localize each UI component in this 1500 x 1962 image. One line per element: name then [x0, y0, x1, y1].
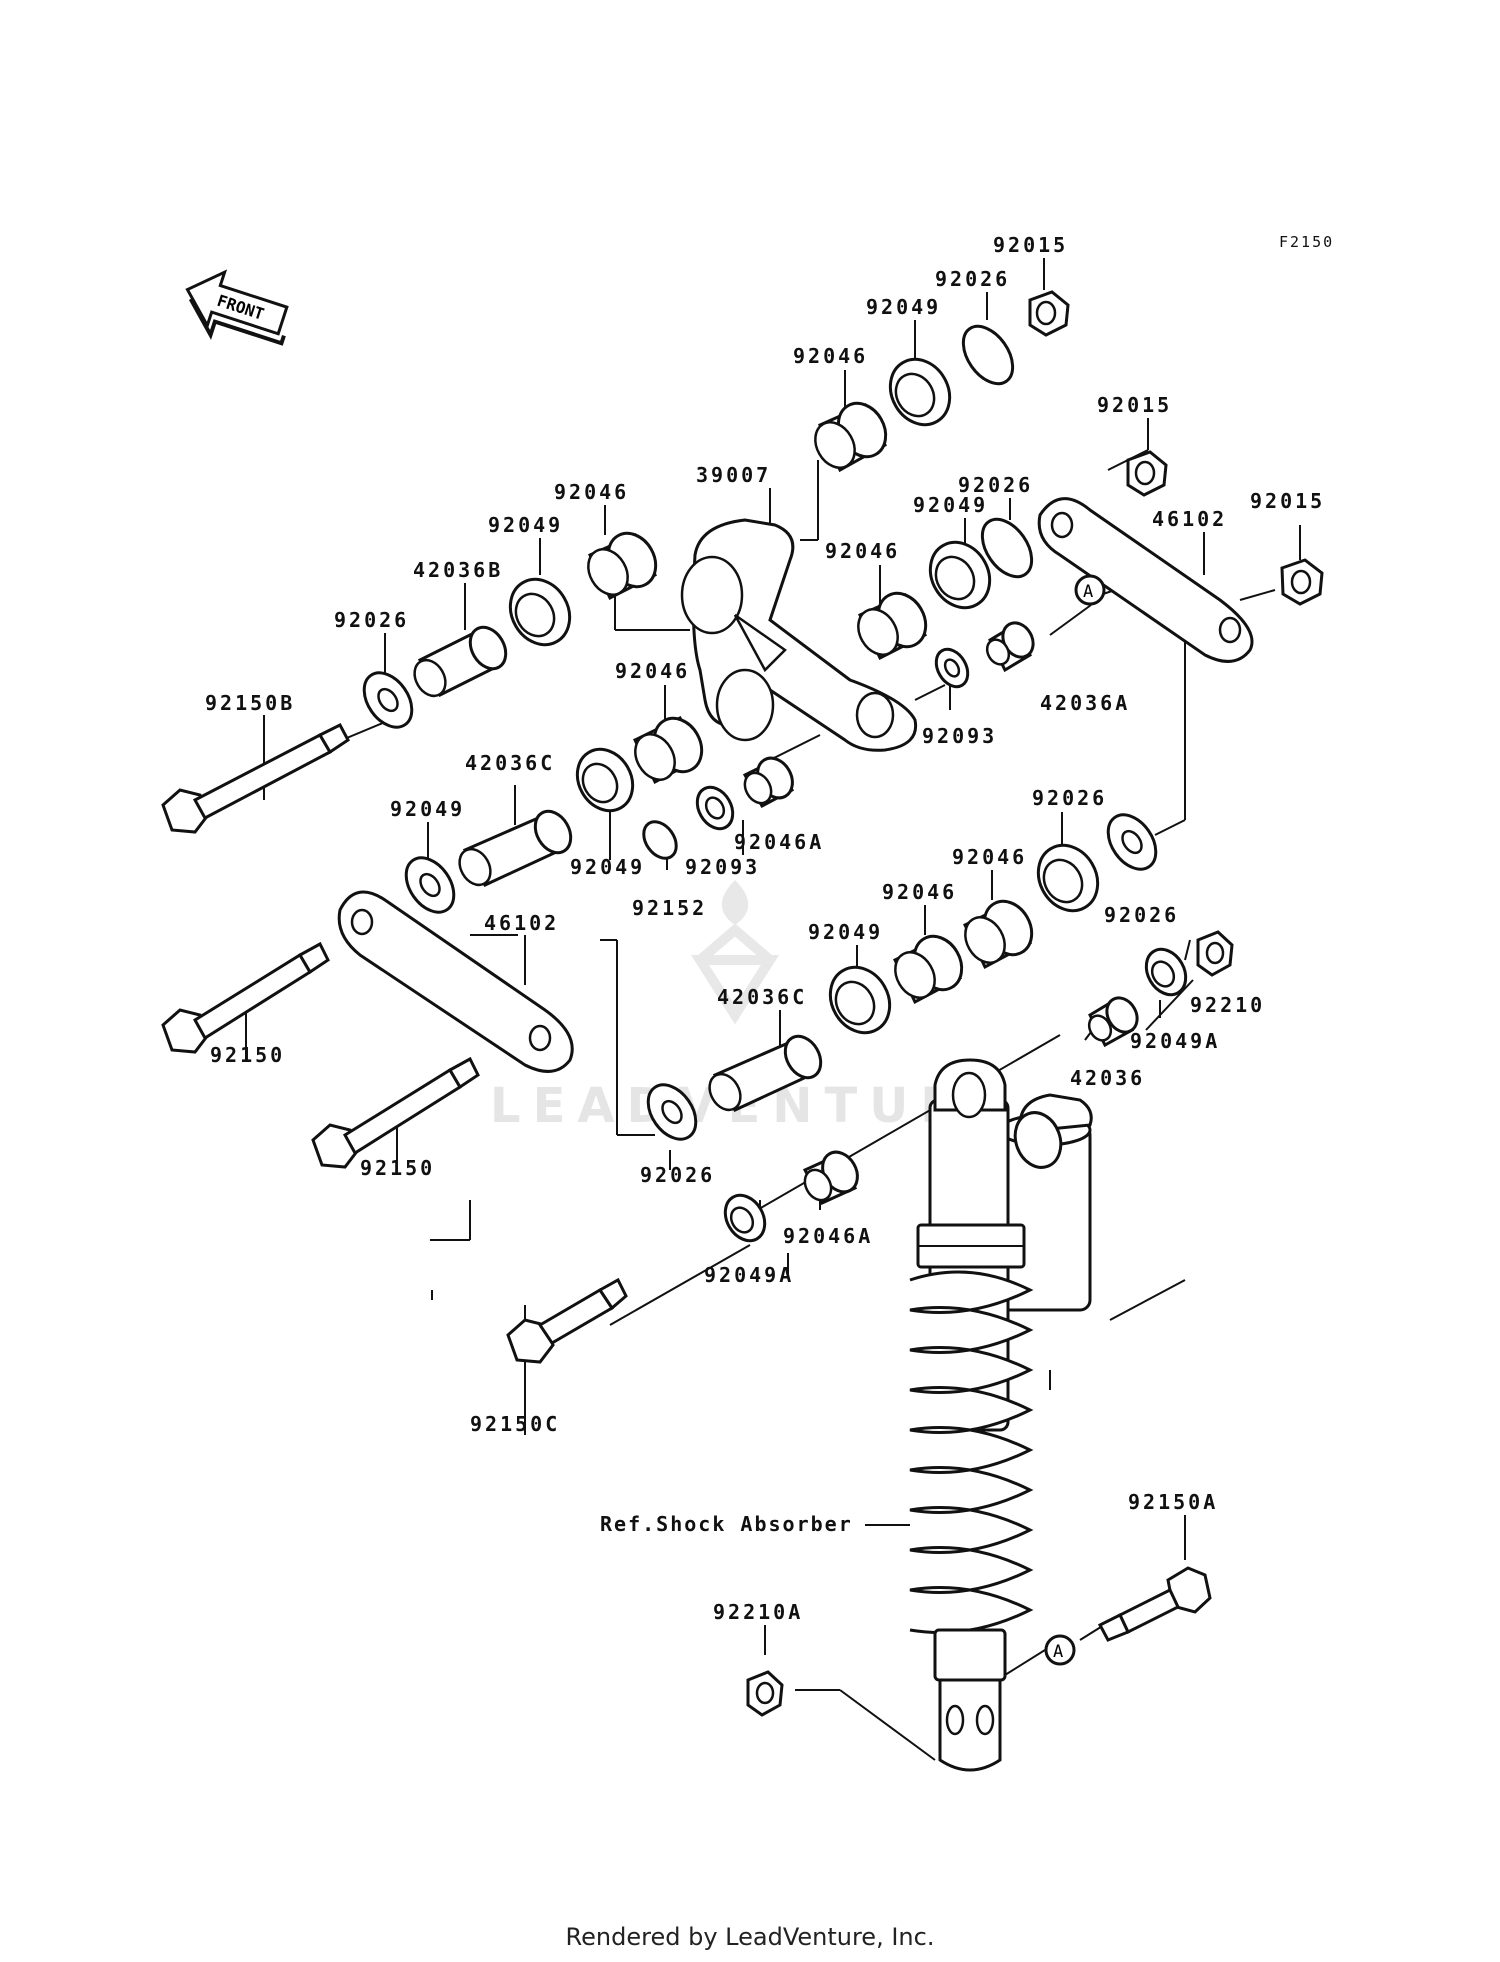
- label-c26: 92152: [632, 896, 707, 920]
- washer-92026-top: [961, 324, 1015, 386]
- label-c42: 92150A: [1128, 1490, 1218, 1514]
- collar-92049A-right: [1144, 947, 1188, 997]
- bolt-92150C: [506, 1277, 628, 1364]
- bearing-92046A-lower: [802, 1150, 859, 1205]
- label-c28: 92026: [1104, 903, 1179, 927]
- label-c36: 42036: [1070, 1066, 1145, 1090]
- tie-rod-46102-lower: [337, 890, 574, 1073]
- collar-92049-lower-right: [1036, 843, 1100, 913]
- sleeve-42036: [1087, 996, 1139, 1048]
- washer-92026-upper-left: [362, 671, 414, 729]
- label-c19: 92093: [922, 724, 997, 748]
- label-c11: 46102: [1152, 507, 1227, 531]
- nut-92015-right: [1280, 558, 1324, 606]
- label-c16: 42036A: [1040, 691, 1130, 715]
- marker-a-top-label: A: [1083, 582, 1093, 602]
- collar-92049-upper-left: [508, 577, 572, 647]
- label-c03: 92049: [866, 295, 941, 319]
- label-c27: 92046: [952, 845, 1027, 869]
- label-c32: 42036C: [717, 985, 807, 1009]
- footer-credit: Rendered by LeadVenture, Inc.: [566, 1923, 935, 1951]
- label-c08: 92015: [1250, 489, 1325, 513]
- collar-92049-top: [888, 357, 952, 427]
- label-c15: 92026: [334, 608, 409, 632]
- label-c37: 92150: [360, 1156, 435, 1180]
- bolt-92150-lower: [311, 1056, 480, 1169]
- label-c20: 42036C: [465, 751, 555, 775]
- label-c34: 92049A: [1130, 1029, 1220, 1053]
- label-c24: 92093: [685, 855, 760, 879]
- bearing-92046-top: [814, 401, 888, 473]
- part-labels: 92015 92026 92049 92046 92015 39007 9202…: [205, 233, 1325, 1624]
- sleeve-42036C-lower: [708, 1034, 823, 1112]
- label-c05: 92015: [1097, 393, 1172, 417]
- bearing-92046-mid: [857, 591, 928, 661]
- seal-92093-mid: [934, 647, 970, 689]
- label-c35: 92150: [210, 1043, 285, 1067]
- shock-spring: [909, 1270, 1034, 1634]
- sleeve-42036C-upper: [458, 809, 573, 887]
- bearing-92046-center: [633, 715, 704, 785]
- bearing-92046-upper-left: [587, 531, 658, 601]
- marker-a-bottom-label: A: [1053, 1642, 1063, 1662]
- bolt-92150-upper: [161, 941, 330, 1054]
- collar-92049-lower: [828, 965, 892, 1035]
- washer-92152: [642, 820, 678, 860]
- bolt-92150A: [1097, 1566, 1212, 1642]
- label-c18: 92046: [615, 659, 690, 683]
- label-c07: 92026: [958, 473, 1033, 497]
- bearing-92046-lower-right: [963, 899, 1034, 970]
- washer-92026-lower-right: [1106, 813, 1158, 871]
- ref-shock-absorber-label: Ref.Shock Absorber: [600, 1512, 853, 1536]
- nut-92015-top: [1028, 290, 1070, 337]
- front-arrow-icon: FRONT: [185, 269, 289, 346]
- label-c09: 92046: [554, 480, 629, 504]
- nut-92015-mid: [1126, 450, 1168, 497]
- collar-92049A-lower: [723, 1193, 767, 1243]
- label-c04: 92046: [793, 344, 868, 368]
- washer-92026-lower: [646, 1083, 698, 1141]
- collar-92049-mid: [928, 540, 992, 610]
- label-c21: 92026: [1032, 786, 1107, 810]
- label-c10: 92049: [913, 493, 988, 517]
- label-c30: 46102: [484, 911, 559, 935]
- seal-92093-center: [695, 785, 735, 831]
- label-c23: 92046A: [734, 830, 824, 854]
- rocker-arm-39007: [680, 518, 918, 752]
- label-c40: 92049A: [704, 1263, 794, 1287]
- label-c29: 92046: [882, 880, 957, 904]
- collar-92049-center: [575, 747, 635, 813]
- marker-a-top: A: [1074, 574, 1106, 606]
- nut-92210: [1196, 930, 1234, 977]
- label-c17: 92150B: [205, 691, 295, 715]
- label-c22: 92049: [390, 797, 465, 821]
- label-c25: 92049: [570, 855, 645, 879]
- bearing-92046A-center: [742, 756, 795, 809]
- shock-absorber: [909, 1058, 1093, 1772]
- figure-code: F2150: [1279, 233, 1334, 251]
- nut-92210A: [746, 1670, 784, 1717]
- washer-92026-mid: [980, 517, 1034, 579]
- label-c41: 92150C: [470, 1412, 560, 1436]
- label-c43: 92210A: [713, 1600, 803, 1624]
- label-c06: 39007: [696, 463, 771, 487]
- label-c12: 92049: [488, 513, 563, 537]
- label-c39: 92046A: [783, 1224, 873, 1248]
- bearing-92046-lower: [893, 934, 964, 1005]
- label-c13: 42036B: [413, 558, 503, 582]
- label-c14: 92046: [825, 539, 900, 563]
- tie-rod-46102-upper: [1037, 497, 1254, 663]
- sleeve-42036B: [413, 625, 508, 698]
- label-c01: 92015: [993, 233, 1068, 257]
- label-c38: 92026: [640, 1163, 715, 1187]
- sleeve-42036A: [985, 621, 1035, 673]
- label-c33: 92210: [1190, 993, 1265, 1017]
- marker-a-bottom: A: [1044, 1634, 1076, 1666]
- washer-92026-left: [404, 856, 456, 914]
- label-c02: 92026: [935, 267, 1010, 291]
- bolt-92150B: [161, 723, 350, 834]
- label-c31: 92049: [808, 920, 883, 944]
